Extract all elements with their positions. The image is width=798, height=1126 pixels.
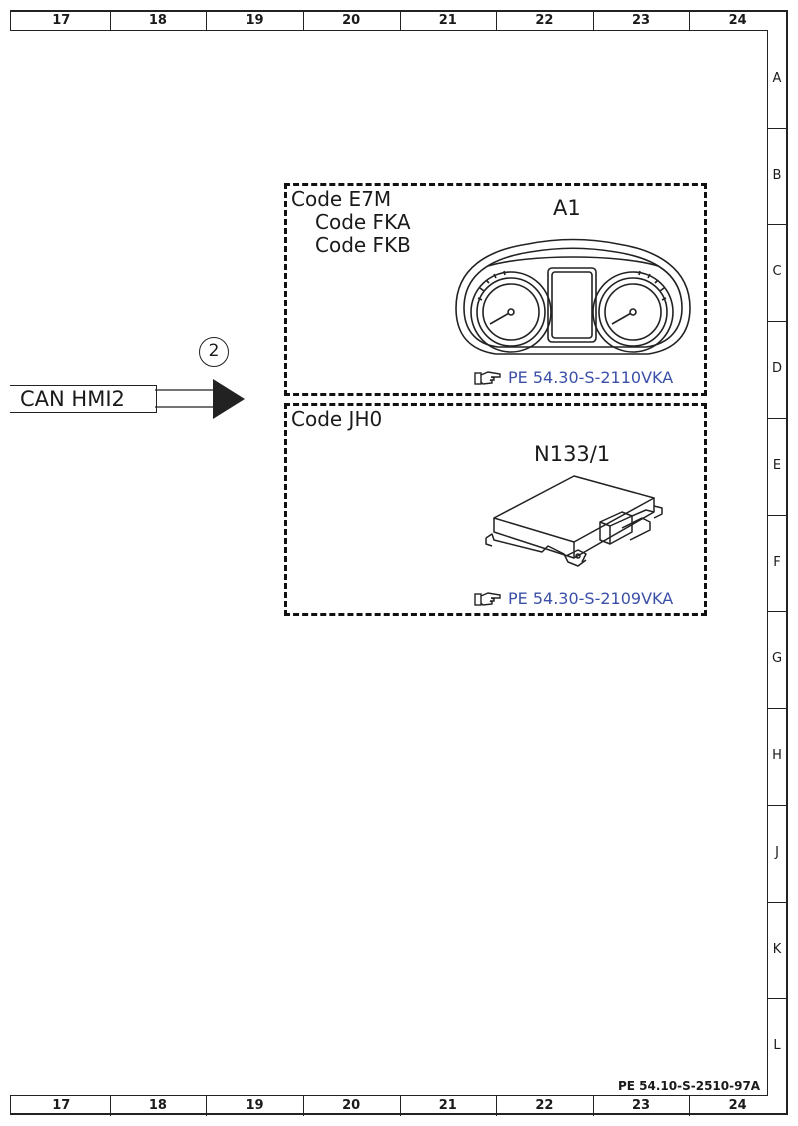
- connector-number: 2: [208, 341, 220, 361]
- bottom-column-divider: [496, 1096, 498, 1116]
- row-divider: [767, 998, 787, 1000]
- top-column-divider: [302, 11, 304, 31]
- row-L: L: [773, 1038, 781, 1054]
- top-column-18: 18: [148, 13, 167, 28]
- bottom-column-21: 21: [438, 1098, 457, 1113]
- code-e7m: Code E7M: [291, 187, 392, 211]
- row-divider: [767, 321, 787, 323]
- option-box-instrument-cluster: [284, 183, 707, 396]
- instrument-cluster-drawing: [455, 238, 691, 355]
- bottom-column-divider: [399, 1096, 401, 1116]
- top-column-divider: [109, 11, 111, 31]
- component-label-n133-1: N133/1: [534, 442, 611, 466]
- row-G: G: [771, 651, 783, 667]
- row-divider: [767, 514, 787, 516]
- row-divider: [767, 127, 787, 129]
- bottom-column-divider: [302, 1096, 304, 1116]
- connector-number-circle: 2: [199, 337, 229, 367]
- top-column-20: 20: [342, 13, 361, 28]
- row-divider: [767, 417, 787, 419]
- top-column-22: 22: [535, 13, 554, 28]
- can-hmi2-label-box: CAN HMI2: [10, 385, 157, 413]
- can-hmi2-label: CAN HMI2: [20, 387, 125, 411]
- code-jh0: Code JH0: [291, 407, 383, 431]
- reference-link-instrument[interactable]: PE 54.30-S-2110VKA: [474, 368, 673, 387]
- bottom-column-divider: [109, 1096, 111, 1116]
- row-H: H: [772, 748, 782, 764]
- row-divider: [767, 804, 787, 806]
- top-column-divider: [206, 11, 208, 31]
- component-label-a1: A1: [553, 196, 581, 220]
- code-fkb: Code FKB: [315, 233, 411, 257]
- pointing-hand-icon: [474, 370, 501, 385]
- bottom-column-22: 22: [535, 1098, 554, 1113]
- row-K: K: [772, 941, 782, 957]
- row-C: C: [772, 264, 782, 280]
- top-column-21: 21: [438, 13, 457, 28]
- bottom-column-divider: [689, 1096, 691, 1116]
- row-divider: [767, 708, 787, 710]
- top-column-divider: [496, 11, 498, 31]
- top-column-divider: [399, 11, 401, 31]
- top-column-17: 17: [52, 13, 71, 28]
- code-fka: Code FKA: [315, 210, 411, 234]
- bottom-column-divider: [206, 1096, 208, 1116]
- bottom-column-17: 17: [52, 1098, 71, 1113]
- row-E: E: [772, 457, 782, 473]
- bottom-column-24: 24: [728, 1098, 747, 1113]
- row-J: J: [775, 844, 779, 860]
- reference-link-module[interactable]: PE 54.30-S-2109VKA: [474, 589, 673, 608]
- top-column-19: 19: [245, 13, 264, 28]
- row-B: B: [772, 167, 782, 183]
- row-divider: [767, 901, 787, 903]
- bottom-column-divider: [592, 1096, 594, 1116]
- bottom-column-18: 18: [148, 1098, 167, 1113]
- row-divider: [767, 224, 787, 226]
- option-box-module: [284, 403, 707, 616]
- bottom-column-20: 20: [342, 1098, 361, 1113]
- row-divider: [767, 611, 787, 613]
- reference-text-module: PE 54.30-S-2109VKA: [508, 589, 674, 608]
- top-column-23: 23: [632, 13, 651, 28]
- bottom-column-23: 23: [632, 1098, 651, 1113]
- reference-text-instrument: PE 54.30-S-2110VKA: [508, 368, 674, 387]
- document-reference: PE 54.10-S-2510-97A: [618, 1079, 761, 1093]
- top-column-divider: [592, 11, 594, 31]
- top-column-divider: [689, 11, 691, 31]
- row-D: D: [771, 361, 782, 377]
- top-column-24: 24: [728, 13, 747, 28]
- row-F: F: [773, 554, 781, 570]
- pointing-hand-icon: [474, 591, 501, 606]
- signal-arrow: [155, 379, 245, 419]
- bottom-column-19: 19: [245, 1098, 264, 1113]
- row-A: A: [772, 71, 782, 86]
- control-module-drawing: [485, 475, 663, 567]
